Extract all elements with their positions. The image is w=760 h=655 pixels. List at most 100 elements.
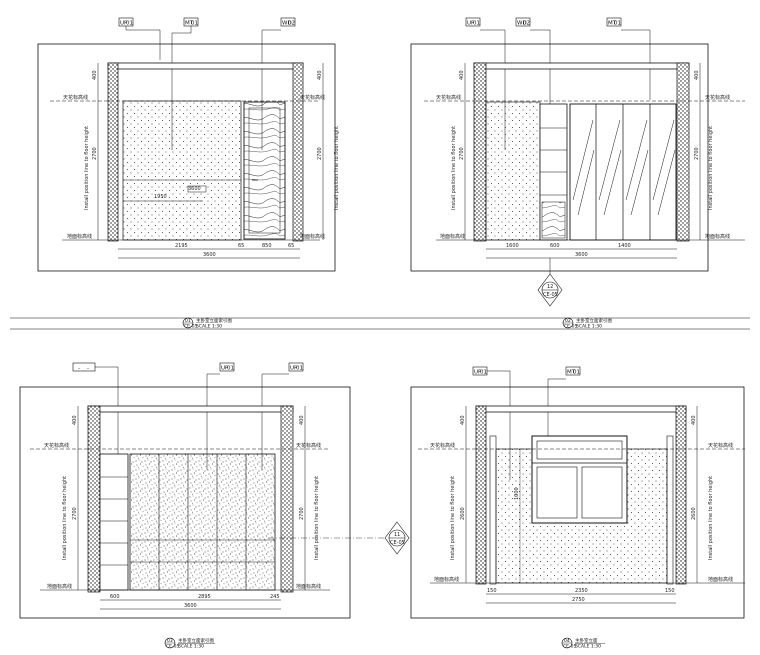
- elevation-2: UP 01 WD 02 MT 01: [410, 17, 745, 307]
- svg-text:400: 400: [694, 70, 700, 80]
- svg-text:Install position line to floor: Install position line to floor height: [451, 126, 457, 210]
- svg-text:400: 400: [92, 70, 98, 80]
- svg-text:1000: 1000: [514, 487, 520, 500]
- svg-text:01: 01: [227, 366, 234, 372]
- svg-text:天花标高线: 天花标高线: [430, 442, 455, 449]
- left-wall: [87, 405, 101, 593]
- svg-text:地面标高线: 地面标高线: [434, 576, 459, 583]
- svg-text:主卧室立面索引图: 主卧室立面索引图: [196, 317, 232, 324]
- svg-text:Install position line to floor: Install position line to floor height: [450, 476, 456, 560]
- elevation-3-frame: [19, 386, 351, 619]
- svg-text:CE-05: CE-05: [564, 324, 577, 330]
- right-wall: [675, 405, 687, 585]
- svg-text:3600: 3600: [575, 252, 588, 258]
- right-wall: [292, 62, 304, 242]
- svg-text:01: 01: [296, 366, 303, 372]
- svg-text:CE-05: CE-05: [563, 644, 576, 650]
- svg-text:850: 850: [262, 243, 272, 249]
- svg-text:天花标高线: 天花标高线: [708, 442, 733, 449]
- svg-text:01: 01: [191, 21, 198, 27]
- svg-text:400: 400: [691, 415, 697, 425]
- svg-text:UP: UP: [120, 21, 128, 27]
- svg-text:Install position line to floor: Install position line to floor height: [84, 126, 90, 210]
- right-wall: [280, 405, 294, 593]
- elevation-4-frame: [410, 386, 745, 619]
- svg-text:3600: 3600: [184, 603, 197, 609]
- material-tag-3-3: UP 01: [261, 362, 304, 470]
- open-shelf-unit: [539, 103, 568, 241]
- svg-text:MT: MT: [608, 21, 617, 27]
- svg-text:主卧室立面索引图: 主卧室立面索引图: [178, 637, 214, 644]
- material-tag-3-1: - -: [72, 362, 119, 470]
- svg-text:400: 400: [317, 70, 323, 80]
- svg-text:11: 11: [394, 532, 400, 538]
- svg-text:地面标高线: 地面标高线: [705, 233, 730, 240]
- svg-text:3600: 3600: [203, 252, 216, 258]
- svg-text:01: 01: [614, 21, 621, 27]
- svg-text:天花标高线: 天花标高线: [436, 94, 461, 101]
- section-marker: 12 CE-05: [537, 258, 563, 307]
- svg-text:400: 400: [459, 70, 465, 80]
- svg-text:CE-05: CE-05: [543, 292, 558, 298]
- svg-text:2750: 2750: [572, 597, 585, 603]
- svg-text:1950: 1950: [154, 194, 167, 200]
- svg-text:01: 01: [473, 21, 480, 27]
- svg-text:01: 01: [126, 21, 133, 27]
- svg-text:UP: UP: [467, 21, 475, 27]
- svg-text:1600: 1600: [506, 243, 519, 249]
- svg-text:2700: 2700: [459, 147, 465, 160]
- svg-text:3600: 3600: [188, 186, 201, 192]
- svg-text:天花标高线: 天花标高线: [300, 94, 325, 101]
- elevation-1-frame: [37, 43, 336, 272]
- svg-text:CE-05: CE-05: [184, 324, 197, 330]
- svg-text:地面标高线: 地面标高线: [67, 233, 92, 240]
- svg-text:12: 12: [547, 284, 553, 290]
- material-tag-1-1: UP 01: [118, 17, 161, 60]
- section-marker: 11 CE-05: [384, 521, 410, 555]
- material-tag-4-2: MT 01: [547, 366, 581, 440]
- svg-text:Install position line to floor: Install position line to floor height: [62, 476, 68, 560]
- svg-text:WD: WD: [517, 21, 527, 27]
- wall-panel: [122, 100, 242, 241]
- svg-text:地面标高线: 地面标高线: [300, 233, 325, 240]
- svg-text:主卧室立面索引图: 主卧室立面索引图: [576, 317, 612, 324]
- svg-text:主卧室立面: 主卧室立面: [575, 637, 598, 644]
- svg-text:03: 03: [167, 638, 173, 644]
- left-wall: [473, 62, 487, 242]
- svg-text:150: 150: [665, 588, 675, 594]
- elevation-1: UP 01 MT 01 WD 02: [37, 17, 340, 272]
- svg-text:Install position line to floor: Install position line to floor height: [708, 476, 714, 560]
- left-wall: [475, 405, 487, 585]
- wall-panel: [485, 101, 541, 241]
- svg-text:400: 400: [299, 415, 305, 425]
- svg-text:地面标高线: 地面标高线: [296, 583, 321, 590]
- svg-text:600: 600: [550, 243, 560, 249]
- svg-text:UP: UP: [290, 366, 298, 372]
- svg-text:01: 01: [185, 318, 191, 324]
- svg-text:245: 245: [270, 594, 280, 600]
- svg-text:600: 600: [110, 594, 120, 600]
- svg-text:2700: 2700: [317, 147, 323, 160]
- svg-text:65: 65: [238, 243, 244, 249]
- left-wall: [107, 62, 119, 242]
- svg-text:SCALE 1:30: SCALE 1:30: [196, 324, 222, 330]
- svg-text:-: -: [87, 366, 89, 372]
- svg-text:地面标高线: 地面标高线: [708, 576, 733, 583]
- open-shelf-unit: [99, 453, 129, 591]
- elevation-2-title: 02 CE-05 主卧室立面索引图 SCALE 1:30: [562, 317, 612, 330]
- svg-text:CE-05: CE-05: [390, 540, 405, 546]
- svg-text:2350: 2350: [575, 588, 588, 594]
- material-tag-2-3: MT 01: [606, 17, 651, 100]
- svg-text:2700: 2700: [299, 507, 305, 520]
- svg-text:MT: MT: [567, 370, 576, 376]
- svg-text:CE-05: CE-05: [166, 644, 179, 650]
- svg-text:Install position line to floor: Install position line to floor height: [708, 126, 714, 210]
- svg-text:SCALE 1:30: SCALE 1:30: [575, 644, 601, 650]
- window: [531, 435, 628, 524]
- svg-text:01: 01: [480, 370, 487, 376]
- svg-text:04: 04: [564, 638, 570, 644]
- svg-text:2600: 2600: [460, 507, 466, 520]
- svg-text:地面标高线: 地面标高线: [440, 233, 465, 240]
- elevation-4-title: 04 CE-05 主卧室立面 SCALE 1:30: [561, 637, 605, 650]
